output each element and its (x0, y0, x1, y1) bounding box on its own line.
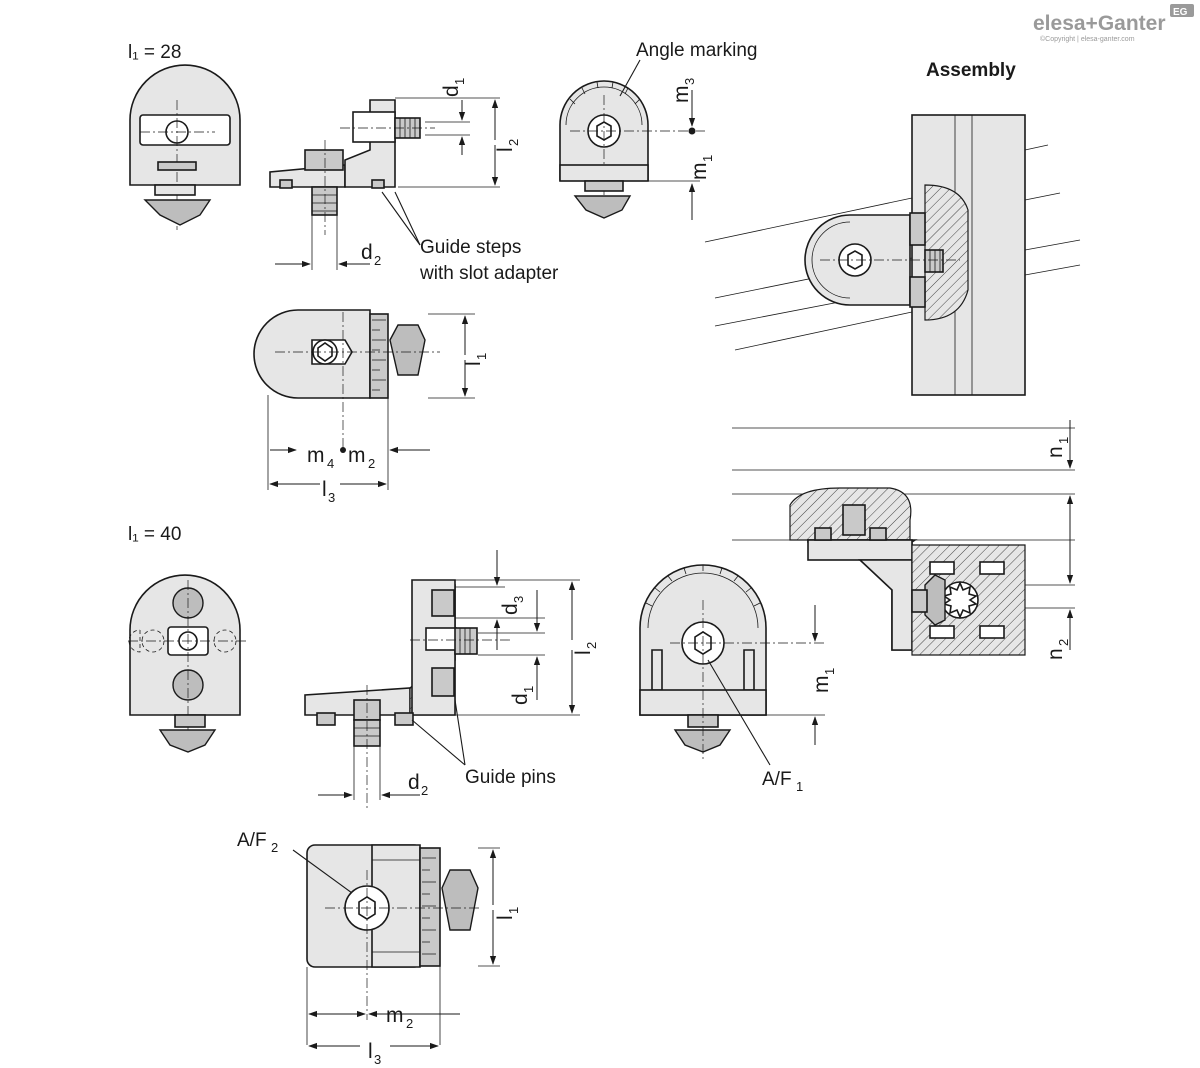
svg-text:2: 2 (406, 1016, 413, 1031)
dim-m2-top: m 2 (348, 444, 375, 471)
svg-text:2: 2 (421, 783, 428, 798)
dim-l2-bottom: l 2 (572, 642, 599, 655)
dim-l2-top: l 2 (494, 139, 521, 152)
dim-n2: n 2 (1044, 639, 1071, 660)
svg-text:2: 2 (271, 840, 278, 855)
top-view-l1-40 (292, 844, 500, 1050)
dim-n1: n 1 (1044, 437, 1071, 458)
angle-view-l1-40 (639, 564, 825, 766)
svg-text:l: l (494, 147, 517, 152)
dim-d1-bottom: d 1 (509, 686, 536, 705)
dim-d2-bottom: d 2 (408, 771, 428, 798)
svg-text:1: 1 (822, 668, 837, 675)
side-view-l1-40 (304, 579, 510, 810)
leader-guide-pins-b (411, 719, 466, 766)
section-title-l1-28: l₁ = 28 (128, 42, 181, 63)
svg-text:3: 3 (328, 490, 335, 505)
dim-d2-top: d 2 (361, 241, 381, 268)
svg-text:2: 2 (506, 139, 521, 146)
svg-text:4: 4 (327, 456, 334, 471)
dim-l3-bottom: l 3 (368, 1040, 381, 1067)
dim-l1-top: l 1 (462, 353, 489, 366)
svg-text:d: d (408, 771, 420, 794)
svg-text:2: 2 (374, 253, 381, 268)
svg-text:3: 3 (374, 1052, 381, 1067)
svg-text:l: l (494, 915, 517, 920)
leader-guide-steps-b (381, 191, 421, 246)
dim-m3-top: m 3 (670, 78, 697, 103)
front-view-l1-28 (129, 64, 241, 230)
side-view-l1-28 (269, 99, 435, 235)
svg-text:1: 1 (506, 907, 521, 914)
svg-text:l: l (322, 478, 327, 501)
svg-text:d: d (509, 693, 532, 705)
svg-text:d: d (440, 85, 463, 97)
svg-text:1: 1 (796, 779, 803, 794)
assembly-view-upper (704, 114, 1081, 396)
svg-text:A/F: A/F (237, 830, 267, 851)
callout-guide-steps-line1: Guide steps (420, 237, 521, 258)
svg-text:m: m (810, 676, 833, 694)
dim-m1-bottom: m 1 (810, 668, 837, 693)
svg-text:elesa+Ganter: elesa+Ganter (1033, 12, 1166, 35)
dim-af2: A/F 2 (237, 830, 278, 855)
svg-text:m: m (670, 86, 693, 104)
svg-text:1: 1 (452, 78, 467, 85)
angle-view-l1-28 (559, 59, 705, 220)
svg-text:m: m (386, 1004, 404, 1027)
assembly-view-lower (732, 420, 1075, 656)
dims-top-side (275, 97, 500, 270)
callout-angle-marking: Angle marking (636, 40, 757, 61)
svg-text:2: 2 (1056, 639, 1071, 646)
dim-l3-top: l 3 (322, 478, 335, 505)
svg-text:1: 1 (474, 353, 489, 360)
top-view-l1-28 (253, 309, 475, 490)
section-title-l1-40: l₁ = 40 (128, 524, 181, 545)
leader-guide-pins-a (454, 699, 466, 766)
svg-text:2: 2 (368, 456, 375, 471)
svg-text:l: l (368, 1040, 373, 1063)
assembly-title: Assembly (926, 60, 1016, 81)
svg-text:1: 1 (521, 686, 536, 693)
dim-m2-bottom: m 2 (386, 1004, 413, 1031)
svg-text:l: l (462, 361, 485, 366)
dim-m4-top: m 4 (307, 444, 334, 471)
brand-logo: elesa+Ganter EG ©Copyright | elesa-gante… (1033, 4, 1194, 43)
leader-guide-steps-a (394, 191, 421, 246)
svg-text:2: 2 (584, 642, 599, 649)
svg-text:1: 1 (700, 155, 715, 162)
svg-text:m: m (688, 163, 711, 181)
svg-text:1: 1 (1056, 437, 1071, 444)
svg-text:A/F: A/F (762, 769, 792, 790)
svg-text:l: l (572, 650, 595, 655)
svg-text:m: m (307, 444, 325, 467)
dim-m1-top: m 1 (688, 155, 715, 180)
callout-guide-pins: Guide pins (465, 767, 556, 788)
svg-text:d: d (499, 603, 522, 615)
callout-guide-steps-line2: with slot adapter (419, 263, 559, 284)
dim-d1-top: d 1 (440, 78, 467, 97)
svg-text:3: 3 (511, 596, 526, 603)
svg-text:n: n (1044, 446, 1067, 458)
dim-af1: A/F 1 (762, 769, 803, 794)
dim-l1-bottom: l 1 (494, 907, 521, 920)
svg-text:d: d (361, 241, 373, 264)
copyright-text: ©Copyright | elesa-ganter.com (1040, 35, 1135, 43)
svg-text:n: n (1044, 648, 1067, 660)
dim-d3-bottom: d 3 (499, 596, 526, 615)
svg-text:3: 3 (682, 78, 697, 85)
svg-text:m: m (348, 444, 366, 467)
dims-bottom-side (318, 550, 580, 800)
brand-badge: EG (1173, 7, 1188, 18)
front-view-l1-40 (128, 574, 248, 753)
